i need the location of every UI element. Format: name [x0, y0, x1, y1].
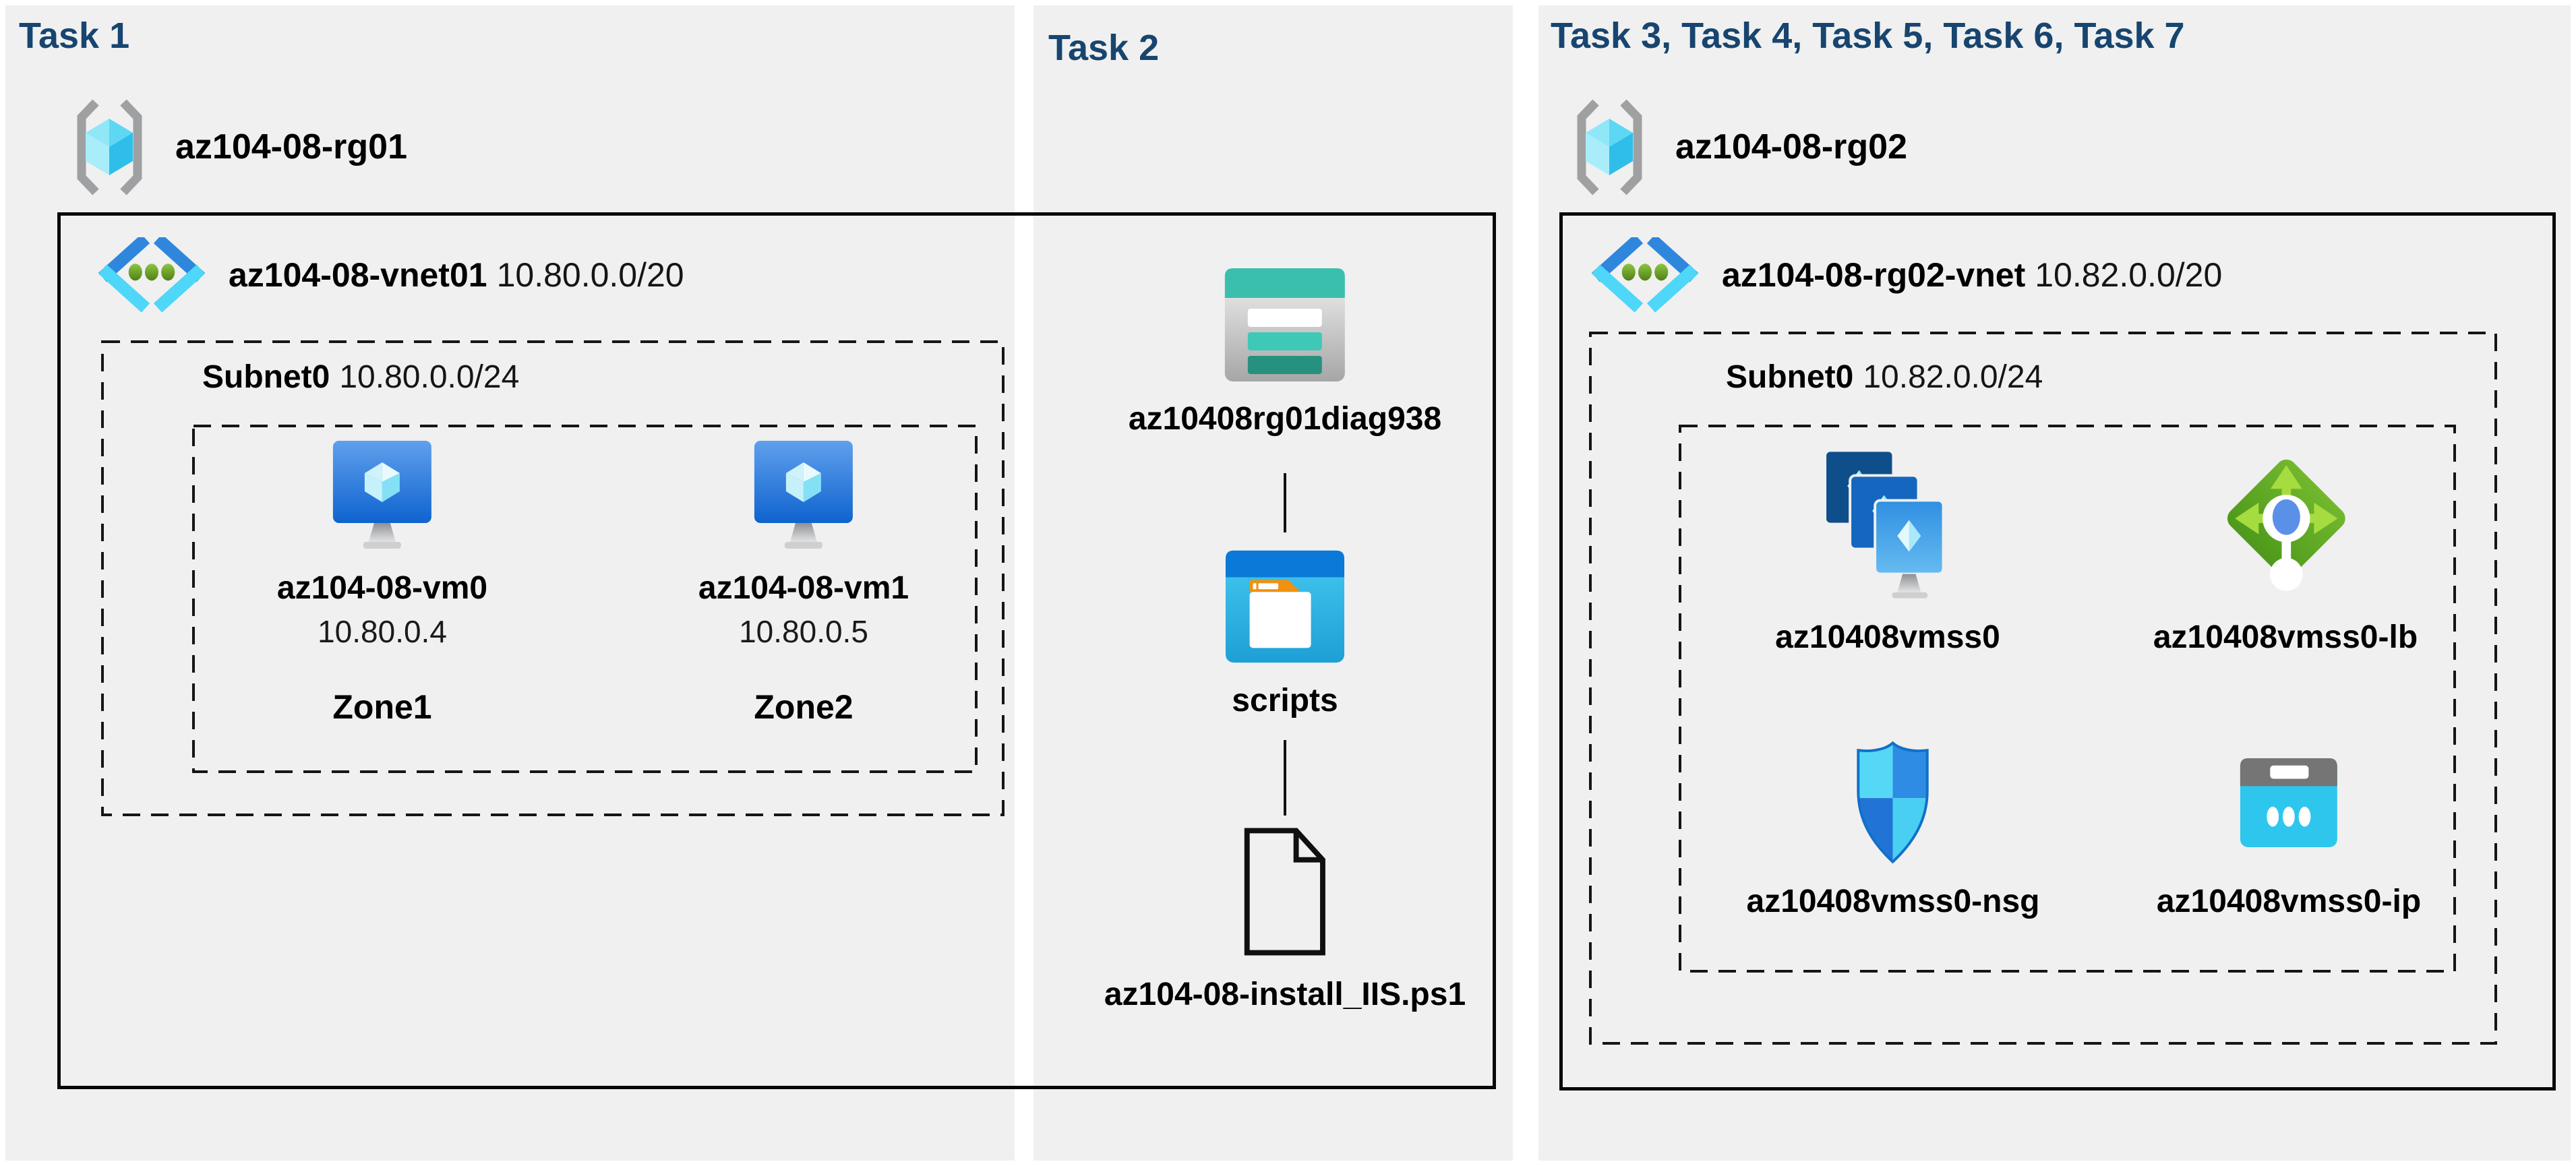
storage-account-item: az10408rg01diag938: [1129, 267, 1441, 437]
vm-name: az104-08-vm0: [276, 570, 488, 606]
task1-resource-group: az104-08-rg01: [64, 99, 407, 195]
task3-resources-box: [1679, 425, 2456, 973]
vnet-cidr: 10.82.0.0/20: [2035, 256, 2223, 294]
vnet-name: az104-08-rg02-vnet: [1722, 256, 2026, 294]
resource-group-icon: [77, 99, 142, 195]
vnet-name: az104-08-vnet01: [229, 256, 487, 294]
rg-name: az104-08-rg02: [1675, 127, 1907, 166]
vnet-cidr: 10.80.0.0/20: [496, 256, 684, 294]
public-ip-icon: [2240, 758, 2337, 848]
panel-task1: [5, 5, 1015, 1161]
resource-public-ip: az10408vmss0-ip: [2157, 739, 2421, 920]
task1-header: Task 1: [19, 16, 130, 56]
panel-task3: [1538, 5, 2571, 1161]
task1-subnet-box: [101, 340, 1005, 816]
vm-zone: Zone2: [754, 688, 853, 726]
connector-storage-to-container: [1284, 473, 1286, 532]
rg-name: az104-08-rg01: [175, 127, 407, 166]
task3-subnet-box: [1589, 332, 2497, 1045]
vmss-name: az10408vmss0: [1775, 619, 2000, 655]
task1-vm-group-box: [192, 425, 978, 773]
lb-name: az10408vmss0-lb: [2153, 619, 2418, 655]
resource-nsg: az10408vmss0-nsg: [1746, 739, 2040, 920]
storage-account-icon: [1224, 268, 1345, 381]
vm-ip: 10.80.0.5: [739, 614, 868, 649]
task3-header: Task 3, Task 4, Task 5, Task 6, Task 7: [1551, 16, 2185, 56]
vm-group-1: az104-08-vm1 10.80.0.5 Zone2: [698, 439, 909, 727]
connector-container-to-file: [1284, 740, 1286, 816]
blob-container-name: scripts: [1232, 683, 1338, 718]
file-document-icon: [1244, 828, 1326, 956]
blob-container-icon: [1225, 550, 1345, 663]
script-file-name: az104-08-install_IIS.ps1: [1104, 977, 1466, 1012]
virtual-machine-icon: [754, 441, 853, 549]
resource-group-icon: [1577, 99, 1642, 195]
vm-group-0: az104-08-vm0 10.80.0.4 Zone1: [277, 439, 487, 727]
virtual-network-icon: [1591, 237, 1699, 313]
vnet01-boundary-box: [57, 212, 1496, 1089]
virtual-machine-icon: [333, 441, 431, 549]
task3-resource-group: az104-08-rg02: [1564, 99, 1907, 195]
storage-account-name: az10408rg01diag938: [1128, 401, 1442, 437]
virtual-network-icon: [98, 237, 206, 313]
vm-zone: Zone1: [332, 688, 432, 726]
task2-header: Task 2: [1048, 28, 1160, 68]
public-ip-name: az10408vmss0-ip: [2156, 884, 2422, 919]
script-file-item: az104-08-install_IIS.ps1: [1104, 825, 1466, 1013]
resource-load-balancer: az10408vmss0-lb: [2153, 446, 2418, 656]
vm-name: az104-08-vm1: [698, 570, 909, 606]
vm-scale-set-icon: [1823, 448, 1945, 599]
resource-vmss: az10408vmss0: [1775, 446, 2000, 656]
vm-ip: 10.80.0.4: [318, 614, 447, 649]
rg02-vnet-boundary-box: [1559, 212, 2556, 1091]
nsg-name: az10408vmss0-nsg: [1746, 884, 2040, 919]
load-balancer-icon: [2227, 459, 2345, 591]
blob-container-item: scripts: [1224, 549, 1346, 719]
nsg-shield-icon: [1857, 741, 1929, 864]
